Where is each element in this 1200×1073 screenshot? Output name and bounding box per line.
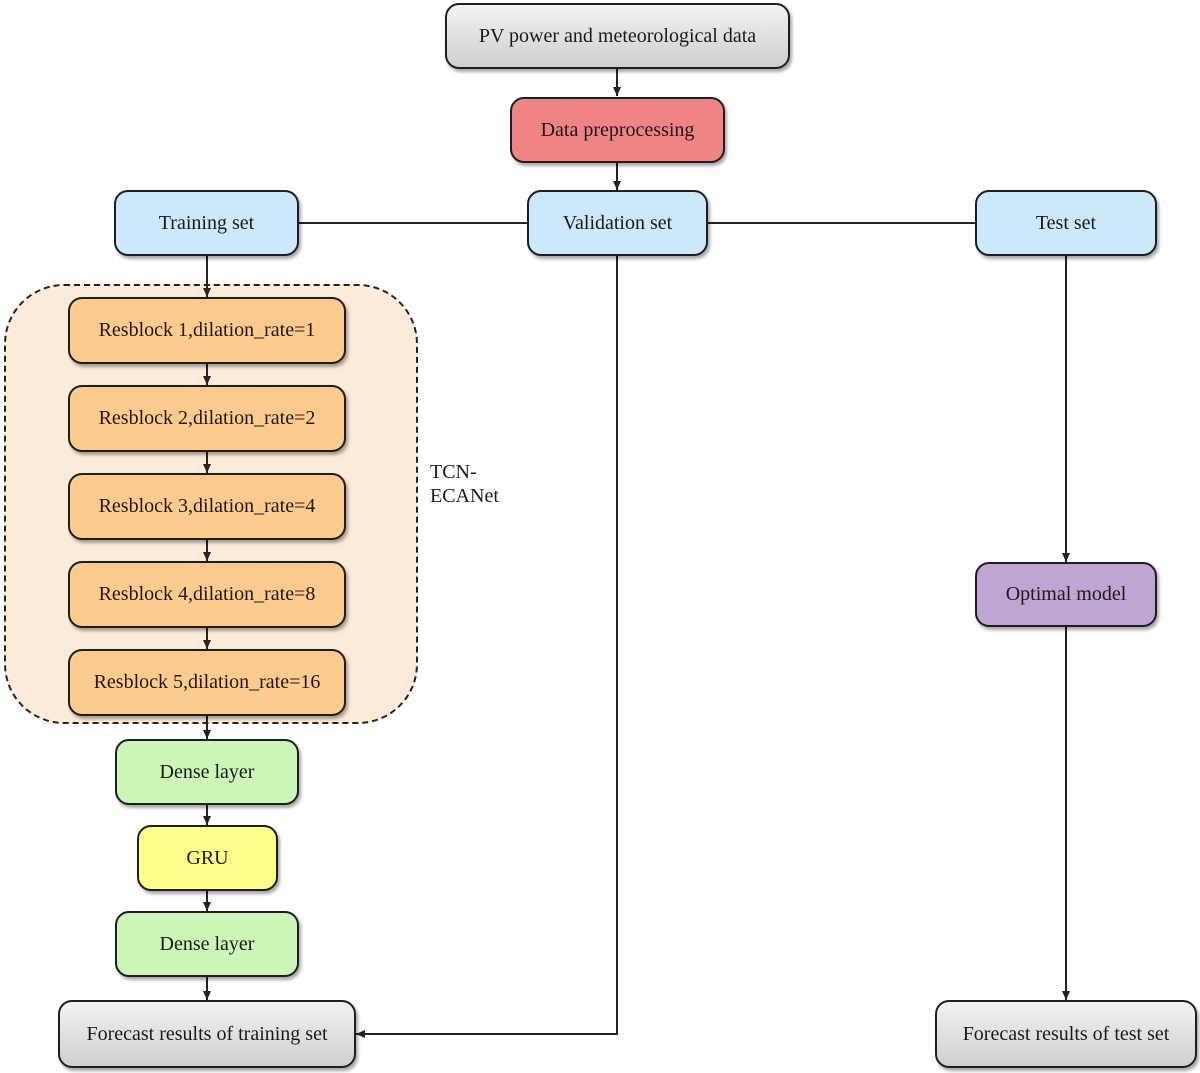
node-optimal-model: Optimal model bbox=[975, 562, 1157, 627]
node-data-preprocessing: Data preprocessing bbox=[510, 97, 725, 163]
node-forecast-training: Forecast results of training set bbox=[58, 1000, 356, 1068]
node-validation-set: Validation set bbox=[527, 190, 708, 256]
tcn-ecanet-label: TCN- ECANet bbox=[430, 460, 499, 508]
node-resblock-3: Resblock 3,dilation_rate=4 bbox=[68, 473, 346, 540]
node-resblock-2: Resblock 2,dilation_rate=2 bbox=[68, 385, 346, 452]
node-resblock-1: Resblock 1,dilation_rate=1 bbox=[68, 297, 346, 364]
node-dense-layer-1: Dense layer bbox=[115, 739, 299, 805]
node-forecast-test: Forecast results of test set bbox=[935, 1000, 1197, 1068]
node-input: PV power and meteorological data bbox=[445, 3, 790, 69]
node-dense-layer-2: Dense layer bbox=[115, 911, 299, 977]
node-training-set: Training set bbox=[114, 190, 299, 256]
edge-validation-forecast-training bbox=[356, 256, 618, 1038]
node-test-set: Test set bbox=[975, 190, 1157, 256]
node-resblock-5: Resblock 5,dilation_rate=16 bbox=[68, 649, 346, 716]
node-resblock-4: Resblock 4,dilation_rate=8 bbox=[68, 561, 346, 628]
tcn-ecanet-label-line1: TCN- bbox=[430, 461, 477, 483]
node-gru: GRU bbox=[137, 825, 278, 891]
tcn-ecanet-label-line2: ECANet bbox=[430, 485, 499, 507]
